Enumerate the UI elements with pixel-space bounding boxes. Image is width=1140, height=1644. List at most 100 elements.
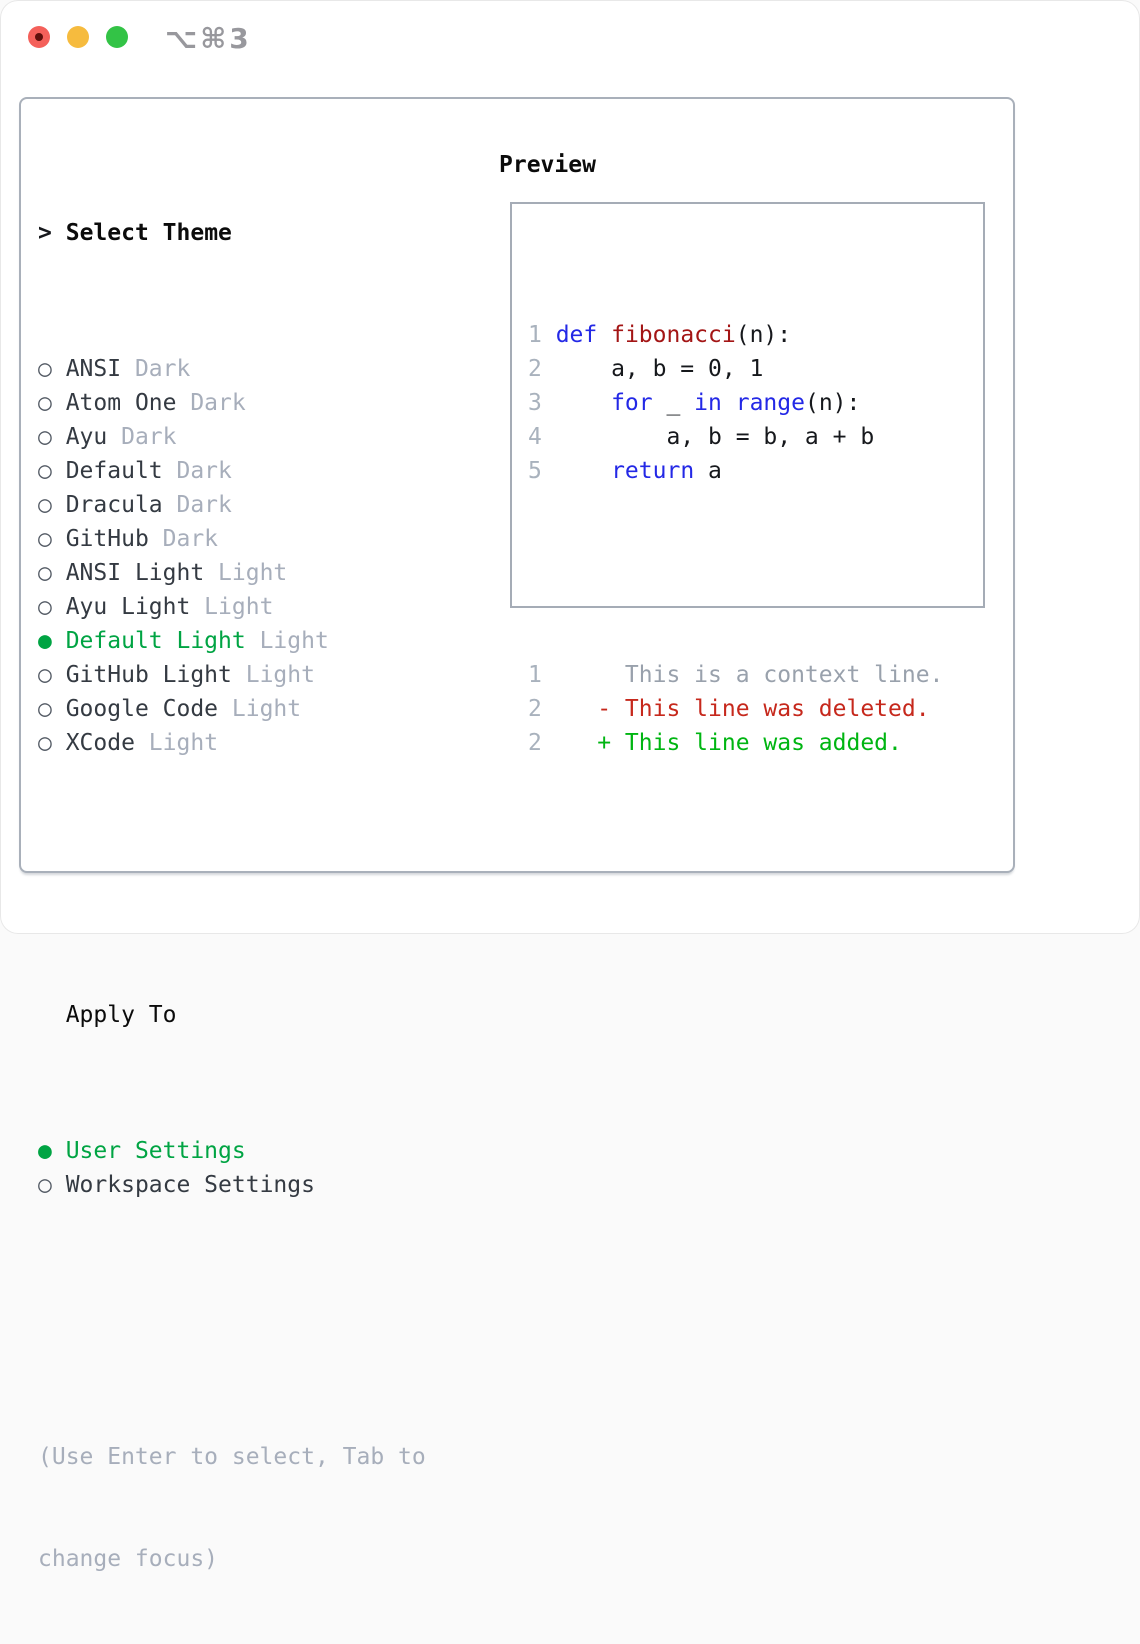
- apply-option-label: Workspace Settings: [65, 1172, 315, 1198]
- line-number: 1: [528, 322, 542, 348]
- code-token-keyword: for: [611, 390, 653, 416]
- theme-option-google-code[interactable]: ○ Google Code Light: [38, 692, 426, 726]
- radio-icon: ○: [38, 424, 66, 450]
- radio-icon: ○: [38, 560, 66, 586]
- theme-variant: Light: [231, 662, 315, 688]
- theme-option-default[interactable]: ○ Default Dark: [38, 454, 426, 488]
- select-theme-label: Select Theme: [65, 220, 232, 246]
- theme-option-github-light[interactable]: ○ GitHub Light Light: [38, 658, 426, 692]
- theme-option-ayu[interactable]: ○ Ayu Dark: [38, 420, 426, 454]
- diff-line-added: 2 + This line was added.: [528, 726, 983, 760]
- code-token-plain: a, b = b, a + b: [555, 424, 875, 450]
- theme-option-ansi-light[interactable]: ○ ANSI Light Light: [38, 556, 426, 590]
- theme-variant: Light: [218, 696, 302, 722]
- theme-name: GitHub: [65, 526, 149, 552]
- theme-variant: Dark: [162, 492, 232, 518]
- code-token-plain: a: [694, 458, 722, 484]
- code-line: 5 return a: [528, 454, 983, 488]
- theme-name: XCode: [65, 730, 135, 756]
- spacer: [528, 556, 983, 590]
- window-title: ⌥⌘3: [165, 22, 252, 55]
- radio-icon: ○: [38, 356, 66, 382]
- spacer: [38, 862, 426, 896]
- apply-option-workspace-settings[interactable]: ○ Workspace Settings: [38, 1168, 426, 1202]
- window-titlebar: ⌥⌘3: [0, 0, 1140, 74]
- theme-option-default-light[interactable]: ● Default Light Light: [38, 624, 426, 658]
- theme-option-github[interactable]: ○ GitHub Dark: [38, 522, 426, 556]
- code-token-plain: [556, 386, 611, 420]
- radio-selected-icon: ●: [38, 628, 66, 654]
- cursor-icon: >: [38, 220, 52, 246]
- theme-name: Ayu Light: [65, 594, 191, 620]
- theme-name: ANSI: [65, 356, 122, 382]
- code-line: 2 a, b = 0, 1: [528, 352, 983, 386]
- radio-icon: ○: [38, 1172, 66, 1198]
- theme-option-atom-one[interactable]: ○ Atom One Dark: [38, 386, 426, 420]
- radio-icon: ○: [38, 390, 66, 416]
- theme-variant: Dark: [121, 356, 191, 382]
- radio-icon: ○: [38, 526, 66, 552]
- radio-icon: ○: [38, 594, 66, 620]
- theme-variant: Light: [204, 560, 288, 586]
- theme-option-dracula[interactable]: ○ Dracula Dark: [38, 488, 426, 522]
- theme-name: Default Light: [65, 628, 246, 654]
- diff-text: + This line was added.: [555, 730, 902, 756]
- theme-name: Atom One: [65, 390, 177, 416]
- radio-icon: ○: [38, 662, 66, 688]
- line-number: 2: [528, 356, 542, 382]
- diff-line-context: 1 This is a context line.: [528, 658, 983, 692]
- theme-option-ayu-light[interactable]: ○ Ayu Light Light: [38, 590, 426, 624]
- recording-dot-icon: [35, 33, 43, 41]
- theme-variant: Light: [134, 730, 219, 756]
- theme-variant: Dark: [162, 458, 232, 484]
- theme-variant: Dark: [148, 526, 219, 552]
- theme-picker-dialog: > Select Theme ○ ANSI Dark○ Atom One Dar…: [19, 97, 1015, 1572]
- code-token-keyword: def: [555, 322, 598, 348]
- line-number: 1: [528, 662, 542, 688]
- diff-text: - This line was deleted.: [555, 696, 930, 722]
- radio-icon: ○: [38, 696, 66, 722]
- spacer: [38, 1304, 426, 1338]
- code-token-function: fibonacci: [611, 322, 736, 348]
- diff-line-deleted: 2 - This line was deleted.: [528, 692, 983, 726]
- theme-name: ANSI Light: [65, 560, 205, 586]
- theme-name: Default: [65, 458, 163, 484]
- apply-option-user-settings[interactable]: ● User Settings: [38, 1134, 426, 1168]
- line-number: 2: [528, 730, 542, 756]
- theme-variant: Dark: [176, 390, 246, 416]
- hint-line-2: change focus): [38, 1546, 219, 1572]
- code-token-keyword: in: [694, 390, 722, 416]
- theme-list: > Select Theme ○ ANSI Dark○ Atom One Dar…: [38, 148, 426, 1644]
- code-token-keyword: return: [611, 458, 695, 484]
- theme-name: Dracula: [65, 492, 163, 518]
- theme-name: GitHub Light: [65, 662, 232, 688]
- code-token-plain: (n):: [804, 390, 861, 416]
- theme-name: Google Code: [65, 696, 219, 722]
- radio-icon: ○: [38, 492, 66, 518]
- close-button[interactable]: [28, 26, 50, 48]
- theme-option-xcode[interactable]: ○ XCode Light: [38, 726, 426, 760]
- hint-line-1: (Use Enter to select, Tab to: [38, 1444, 426, 1470]
- minimize-button[interactable]: [67, 26, 89, 48]
- code-token-plain: a, b = 0, 1: [555, 356, 764, 382]
- theme-variant: Light: [245, 628, 329, 654]
- radio-selected-icon: ●: [38, 1138, 66, 1164]
- diff-text: This is a context line.: [555, 662, 944, 688]
- apply-to-header: Apply To: [65, 1002, 177, 1028]
- code-token-keyword: range: [735, 390, 805, 416]
- radio-icon: ○: [38, 730, 66, 756]
- app-window: ⌥⌘3 > Select Theme ○ ANSI Dark○ Atom One…: [0, 0, 1140, 1572]
- theme-option-ansi[interactable]: ○ ANSI Dark: [38, 352, 426, 386]
- code-token-plain: [722, 386, 736, 420]
- theme-variant: Light: [190, 594, 274, 620]
- line-number: 3: [528, 390, 542, 416]
- code-token-plain: _: [652, 390, 695, 416]
- code-line: 3 for _ in range(n):: [528, 386, 983, 420]
- preview-header: Preview: [499, 152, 596, 178]
- zoom-button[interactable]: [106, 26, 128, 48]
- code-token-plain: [597, 318, 611, 352]
- code-line: 4 a, b = b, a + b: [528, 420, 983, 454]
- line-number: 2: [528, 696, 542, 722]
- line-number: 5: [528, 458, 542, 484]
